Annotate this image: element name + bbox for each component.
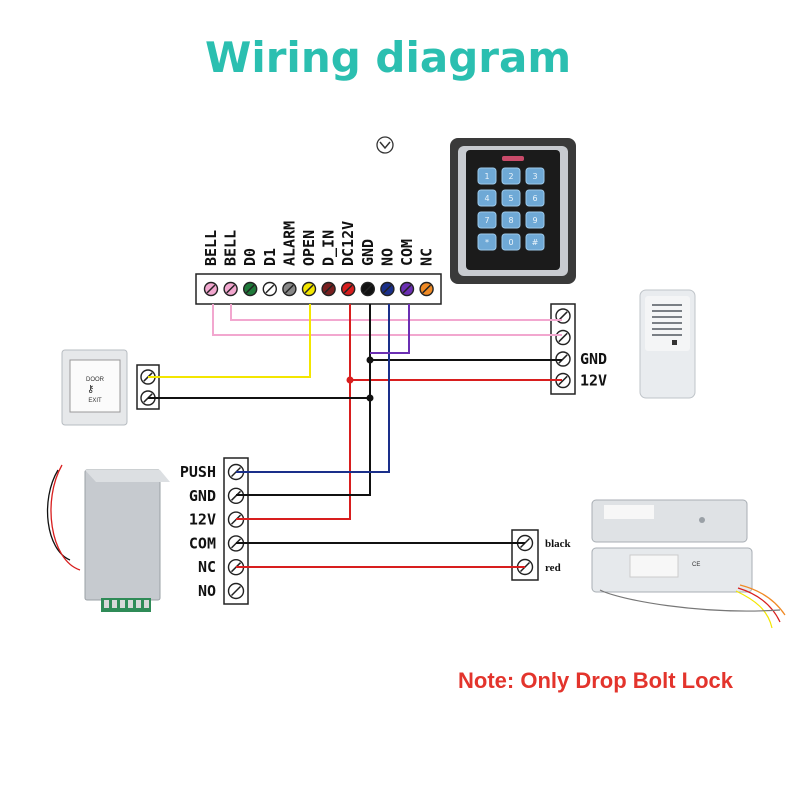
terminal-label: DC12V — [339, 221, 357, 266]
terminal-label: D1 — [261, 248, 279, 266]
terminal-label: D_IN — [320, 230, 338, 266]
terminal-label: COM — [398, 239, 416, 266]
svg-text:CE: CE — [692, 562, 700, 568]
terminal-label: GND — [359, 239, 377, 266]
power-supply-device — [46, 464, 170, 612]
keypad-key: 0 — [501, 233, 521, 251]
svg-text:#: # — [532, 238, 539, 247]
power-terminal-label: PUSH — [180, 463, 216, 481]
lock-terminal-block: black red — [511, 529, 572, 581]
power-terminal-screw — [227, 582, 245, 600]
lock-terminal-label: black — [545, 538, 572, 550]
svg-text:4: 4 — [484, 194, 489, 203]
doorbell-device — [639, 289, 696, 399]
exit-line1: DOOR — [86, 377, 105, 383]
power-terminal-label: 12V — [189, 511, 216, 529]
key-icon: ⚷ — [87, 384, 94, 395]
exit-line2: EXIT — [88, 398, 102, 404]
keypad-key: 2 — [501, 167, 521, 185]
terminal-screw-com — [399, 281, 415, 297]
keypad-key: 8 — [501, 211, 521, 229]
chevron-down-icon — [376, 136, 394, 154]
bell-terminal-screw — [555, 329, 571, 346]
power-terminal-label: COM — [189, 534, 216, 552]
terminal-screw-open — [301, 281, 317, 297]
keypad-key: * — [477, 233, 497, 251]
wires — [148, 304, 562, 568]
terminal-screw-d_in — [321, 281, 336, 297]
terminal-label: NO — [378, 248, 396, 266]
terminal-screw-alarm — [282, 281, 297, 297]
keypad-key: 7 — [477, 211, 497, 229]
keypad-key: # — [525, 233, 545, 251]
keypad-key: 4 — [477, 189, 497, 207]
terminal-screw-dc12v — [341, 281, 356, 297]
keypad-key: 1 — [477, 167, 497, 185]
terminal-label: NC — [418, 248, 436, 266]
keypad-device: 1 2 3 4 5 6 7 8 9 * 0 # — [450, 138, 576, 284]
power-terminal-label: GND — [189, 487, 216, 505]
svg-text:1: 1 — [484, 172, 489, 181]
terminal-label: D0 — [241, 248, 259, 266]
terminal-label: ALARM — [280, 221, 298, 266]
note-text: Note: Only Drop Bolt Lock — [458, 668, 734, 693]
terminal-label: OPEN — [300, 230, 318, 266]
bell-terminal-label: 12V — [580, 372, 607, 390]
lock-terminal-label: red — [545, 562, 561, 574]
diagram-title: Wiring diagram — [205, 33, 571, 82]
terminal-screw-bell — [203, 281, 219, 297]
keypad-key: 3 — [525, 167, 545, 185]
keypad-key: 5 — [501, 189, 521, 207]
svg-text:9: 9 — [532, 216, 537, 225]
drop-bolt-lock-device: CE — [591, 499, 786, 629]
bell-terminal-label: GND — [580, 350, 607, 368]
keypad-key: 9 — [525, 211, 545, 229]
svg-text:0: 0 — [508, 238, 513, 247]
svg-text:2: 2 — [508, 172, 513, 181]
exit-terminal-block — [136, 364, 160, 410]
keypad-keys: 1 2 3 4 5 6 7 8 9 * 0 # — [477, 167, 545, 251]
terminal-label: BELL — [222, 230, 240, 266]
svg-text:*: * — [485, 238, 489, 247]
terminal-screw-d0 — [242, 281, 258, 297]
exit-button-device: DOOR ⚷ EXIT — [61, 349, 128, 426]
terminal-screw-gnd — [360, 281, 375, 297]
power-terminal-block: PUSH GND 12V COM NC NO — [180, 457, 249, 605]
power-terminal-label: NO — [198, 582, 216, 600]
svg-text:6: 6 — [532, 194, 537, 203]
svg-text:5: 5 — [508, 194, 513, 203]
terminal-label: BELL — [202, 230, 220, 266]
power-terminal-label: NC — [198, 558, 216, 576]
svg-text:3: 3 — [532, 172, 537, 181]
svg-text:7: 7 — [484, 216, 489, 225]
terminal-screw-no — [380, 281, 395, 297]
terminal-screw-d1 — [262, 281, 277, 297]
terminal-screw-bell — [223, 281, 238, 297]
svg-text:8: 8 — [508, 216, 513, 225]
keypad-key: 6 — [525, 189, 545, 207]
terminal-screw-nc — [419, 281, 434, 297]
